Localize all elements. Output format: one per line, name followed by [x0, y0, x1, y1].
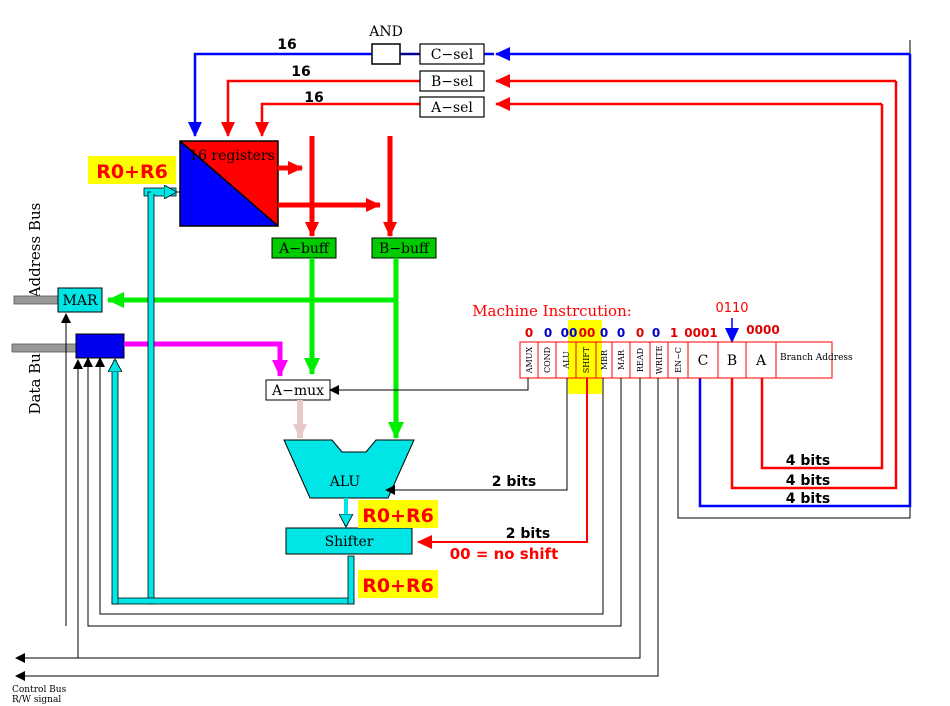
mar-box [57, 287, 103, 313]
b-sel-box [419, 70, 485, 92]
field-a: A [755, 353, 767, 369]
data-bus-label: Data Bus [26, 345, 44, 414]
value-a: 0000 [746, 323, 779, 337]
a-sel-wire [255, 97, 884, 470]
control-lines [15, 313, 659, 681]
a-buff-label: A−buff [278, 241, 330, 257]
and-gate [371, 43, 401, 65]
field-amux: AMUX [525, 346, 534, 374]
mbr-to-amux-wire [124, 341, 288, 377]
register-output-wires [278, 136, 397, 237]
field-alu: ALU [562, 351, 571, 370]
address-bus-stub [13, 295, 59, 305]
instruction-register [519, 341, 833, 379]
field-mbr: MBR [600, 349, 609, 370]
green-buffer-bus [107, 258, 404, 439]
b-field-value: 0110 [715, 301, 748, 316]
registers-highlight-box [88, 156, 176, 184]
b-sel-wire [221, 74, 898, 490]
shifter-box [285, 527, 413, 555]
alu-bits-label: 2 bits [492, 474, 536, 490]
instruction-field-labels: AMUX COND ALU SHIFT MBR MAR READ WRITE E… [525, 346, 853, 375]
shift-control-wire [417, 378, 588, 549]
registers-highlight-label: R0+R6 [96, 161, 168, 183]
field-en-c: EN−C [674, 347, 683, 373]
alu-label: ALU [329, 474, 361, 490]
address-bus-label: Address Bus [26, 203, 44, 299]
b-bits-label: 4 bits [786, 473, 830, 489]
value-en-c: 1 [670, 326, 678, 340]
shifter-label: Shifter [325, 534, 374, 550]
no-shift-label: 00 = no shift [450, 545, 559, 563]
mar-label: MAR [63, 293, 98, 309]
value-mbr: 0 [600, 326, 608, 340]
b-buff-label: B−buff [379, 241, 430, 257]
a-bits-label: 4 bits [786, 453, 830, 469]
alu-result-label: R0+R6 [362, 505, 434, 527]
a-sel-box [419, 96, 485, 118]
b-sel-label: B−sel [431, 74, 473, 90]
instruction-title: Machine Instrcution: [472, 302, 632, 320]
value-cond-1: 0 [544, 326, 552, 340]
c-sel-box [419, 43, 485, 65]
amux-label: A−mux [271, 383, 324, 399]
instruction-values-row: 0 0 00 00 00 0 0 0 0 0 1 0001 0000 [525, 323, 780, 340]
value-read: 0 [636, 326, 644, 340]
shifter-result-highlight-box [358, 570, 438, 598]
and-label: AND [368, 24, 403, 40]
c-bits-label: 4 bits [786, 491, 830, 507]
field-b: B [727, 353, 737, 369]
a-sel-width-label: 16 [304, 90, 323, 106]
value-amux: 0 [525, 326, 533, 340]
shifter-result-label: R0+R6 [362, 575, 434, 597]
registers-label: 16 registers [189, 148, 275, 164]
alu-shape [283, 439, 415, 499]
field-branch-address: Branch Address [780, 353, 853, 363]
value-alu: 00 [561, 326, 578, 340]
alu-result-highlight-box [358, 500, 438, 528]
control-bus-label: Control Bus [12, 685, 67, 695]
value-write: 0 [652, 326, 660, 340]
value-c: 0001 [684, 326, 717, 340]
field-mar: MAR [617, 349, 626, 370]
value-mar: 0 [617, 326, 625, 340]
register-file: 16 registers [179, 140, 279, 227]
b-sel-width-label: 16 [291, 64, 310, 80]
a-buff-box [271, 237, 337, 259]
field-c: C [698, 353, 709, 369]
b-buff-box [371, 237, 437, 259]
rw-signal-label: R/W signal [12, 695, 61, 705]
shifter-feedback-bus [112, 188, 355, 605]
value-shift: 00 [579, 326, 596, 340]
field-read: READ [636, 348, 645, 372]
shift-bits-label: 2 bits [506, 526, 550, 542]
field-shift: SHIFT [582, 346, 591, 373]
c-sel-width-label: 16 [277, 37, 296, 53]
mbr-box [75, 333, 125, 359]
c-sel-label: C−sel [431, 47, 474, 63]
field-write: WRITE [655, 346, 664, 375]
field-cond: COND [543, 347, 552, 373]
a-sel-label: A−sel [430, 100, 473, 116]
